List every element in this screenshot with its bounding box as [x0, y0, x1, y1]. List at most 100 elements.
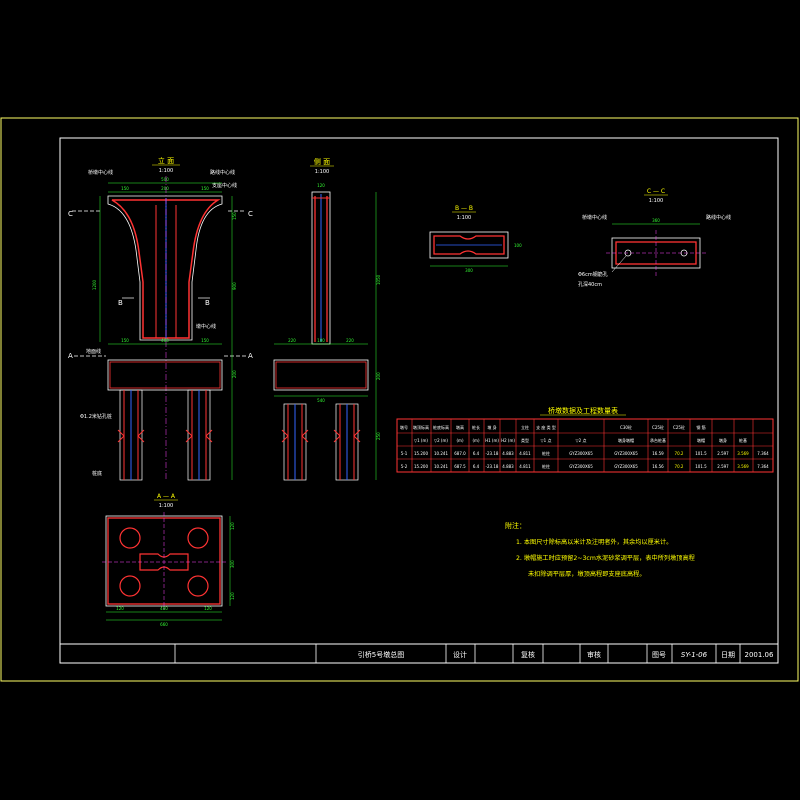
section-aa-dim-r: 120 — [204, 606, 212, 611]
section-cc-dim: 360 — [652, 218, 660, 223]
table-header-cell: C25砼 — [673, 424, 685, 430]
table-subheader-cell: 墩身墩帽 — [618, 437, 634, 443]
title-block-drawing-no-label: 图号 — [652, 651, 666, 659]
side-view: 侧 面 1:100 120 220 100 220 540 — [273, 157, 381, 481]
front-label-pile: Φ1.2米钻孔桩 — [80, 413, 112, 420]
table-cell: 101.5 — [695, 464, 707, 469]
front-dim-right-2: 900 — [232, 282, 237, 290]
section-bb-dim-h: 100 — [514, 243, 522, 248]
section-cc-hole-right — [680, 249, 688, 257]
table-cell: 4.883 — [502, 464, 514, 469]
table-cell: 4.883 — [502, 451, 514, 456]
section-aa-column — [139, 553, 189, 571]
section-aa-dim-total: 660 — [160, 622, 168, 627]
table-cell: 70.2 — [675, 451, 684, 456]
notes-line-2: 2. 墩帽施工时应预留2~3cm水泥砂浆调平层，表中所列墩顶高程 — [516, 554, 695, 562]
table-header-cell: C25砼 — [652, 424, 664, 430]
front-label-right-mid: 支座中心线 — [212, 182, 237, 189]
table-header-cell: 立柱 — [521, 424, 529, 430]
sheet-border — [0, 117, 799, 682]
front-view-scale: 1:100 — [159, 168, 173, 174]
table-cell: 6.4 — [473, 451, 480, 456]
quantity-table-title: 桥墩数据及工程数量表 — [548, 406, 618, 415]
table-cell: 10.241 — [434, 451, 448, 456]
table-header-cell: C30砼 — [620, 424, 632, 430]
front-dim-right-3: 200 — [232, 370, 237, 378]
section-cc-note-1: Φ6cm钢筋孔 — [578, 271, 608, 278]
table-subheader-cell: 承台桩基 — [650, 437, 666, 443]
front-dim-left: 1200 — [92, 279, 97, 290]
front-pile-cap — [107, 359, 223, 391]
table-cell: 5-1 — [401, 451, 408, 456]
table-subheader-cell: H1 (m) — [485, 438, 499, 443]
table-subheader-cell: ▽1 点 — [541, 437, 552, 443]
table-cell: 15.200 — [414, 451, 428, 456]
title-block-review-label: 复核 — [521, 650, 535, 659]
front-pile-right — [185, 389, 213, 481]
table-cell: 桩柱 — [542, 450, 550, 456]
front-dim-sub-right: 150 — [201, 186, 209, 191]
section-aa-dim-l: 120 — [116, 606, 124, 611]
table-header-cell: 支 座 类 型 — [536, 424, 556, 430]
table-cell: 15.200 — [414, 464, 428, 469]
side-dim-cap-r: 220 — [346, 338, 354, 343]
front-label-center: 墩中心线 — [196, 323, 216, 330]
section-cc-right: 路线中心线 — [706, 214, 731, 221]
table-cell: -23.18 — [486, 451, 499, 456]
side-view-scale: 1:100 — [315, 169, 329, 175]
section-cc: C — C 1:100 桥墩中心线 路线中心线 360 Φ6cm钢筋孔 孔深40… — [578, 188, 731, 288]
section-cc-note-2: 孔深40cm — [578, 281, 602, 288]
table-cell: 7.364 — [757, 464, 769, 469]
table-cell: 桩柱 — [542, 463, 550, 469]
table-cell: 16.59 — [652, 451, 664, 456]
quantity-table-grid — [397, 419, 773, 472]
side-dim-cap-m: 100 — [317, 338, 325, 343]
table-header-cell: 钢 筋 — [696, 424, 705, 430]
front-dim-cap-r: 150 — [201, 338, 209, 343]
side-pile-cap — [273, 359, 369, 391]
section-aa-dim-right-2: 300 — [230, 560, 235, 568]
notes-line-3: 未扣除调平层厚，墩顶高程即支座底高程。 — [528, 570, 646, 578]
table-cell: GYZ300X65 — [614, 464, 638, 469]
table-subheader-cell: ▽2 (m) — [434, 438, 448, 443]
table-cell: 6.4 — [473, 464, 480, 469]
front-view: 立 面 1:100 桥墩中心线 路线中心线 支座中心线 500 150 200 … — [68, 156, 253, 481]
table-header-cell: 墩 身 — [487, 424, 496, 430]
front-dim-sub-mid: 200 — [161, 186, 169, 191]
front-label-ground: 地面线 — [86, 348, 101, 355]
section-aa-dim-right-1: 120 — [230, 522, 235, 530]
side-pile-left — [281, 403, 309, 481]
front-cut-a-left: A — [68, 352, 73, 360]
table-cell: 687.0 — [454, 451, 466, 456]
section-aa-pile-tl — [119, 527, 141, 549]
front-dim-sub-left: 150 — [121, 186, 129, 191]
title-block-design-label: 设计 — [453, 650, 467, 659]
front-cut-a-right: A — [248, 352, 253, 360]
table-cell: 5-2 — [401, 464, 408, 469]
table-cell: 70.2 — [675, 464, 684, 469]
title-block-check-label: 审核 — [587, 650, 601, 659]
section-aa-dim-m: 400 — [160, 606, 168, 611]
section-aa-dim-right-3: 120 — [230, 592, 235, 600]
table-subheader-cell: ▽1 (m) — [414, 438, 428, 443]
table-header-cell: 墩高 — [456, 424, 464, 430]
front-pile-cap-red — [109, 361, 221, 389]
table-cell: 2.597 — [717, 451, 729, 456]
front-pile-left — [117, 389, 145, 481]
table-cell: 3.569 — [737, 464, 749, 469]
table-cell: GYZ300X65 — [569, 451, 593, 456]
section-cc-note-leader — [611, 255, 627, 273]
front-label-bottom: 桩底 — [92, 470, 102, 477]
title-block-drawing-no: SY-1-06 — [681, 651, 708, 659]
side-pile-right — [333, 403, 361, 481]
table-subheader-cell: (m) — [472, 438, 479, 443]
section-cc-left: 桥墩中心线 — [582, 214, 607, 221]
title-block-drawing-name: 引桥5号墩总图 — [358, 650, 404, 659]
table-subheader-cell: H2 (m) — [501, 438, 515, 443]
front-cut-c-right: C — [248, 210, 253, 218]
front-pier-cap-red — [111, 199, 221, 339]
section-aa-pile-br — [187, 575, 209, 597]
side-dim-cap-l: 220 — [288, 338, 296, 343]
